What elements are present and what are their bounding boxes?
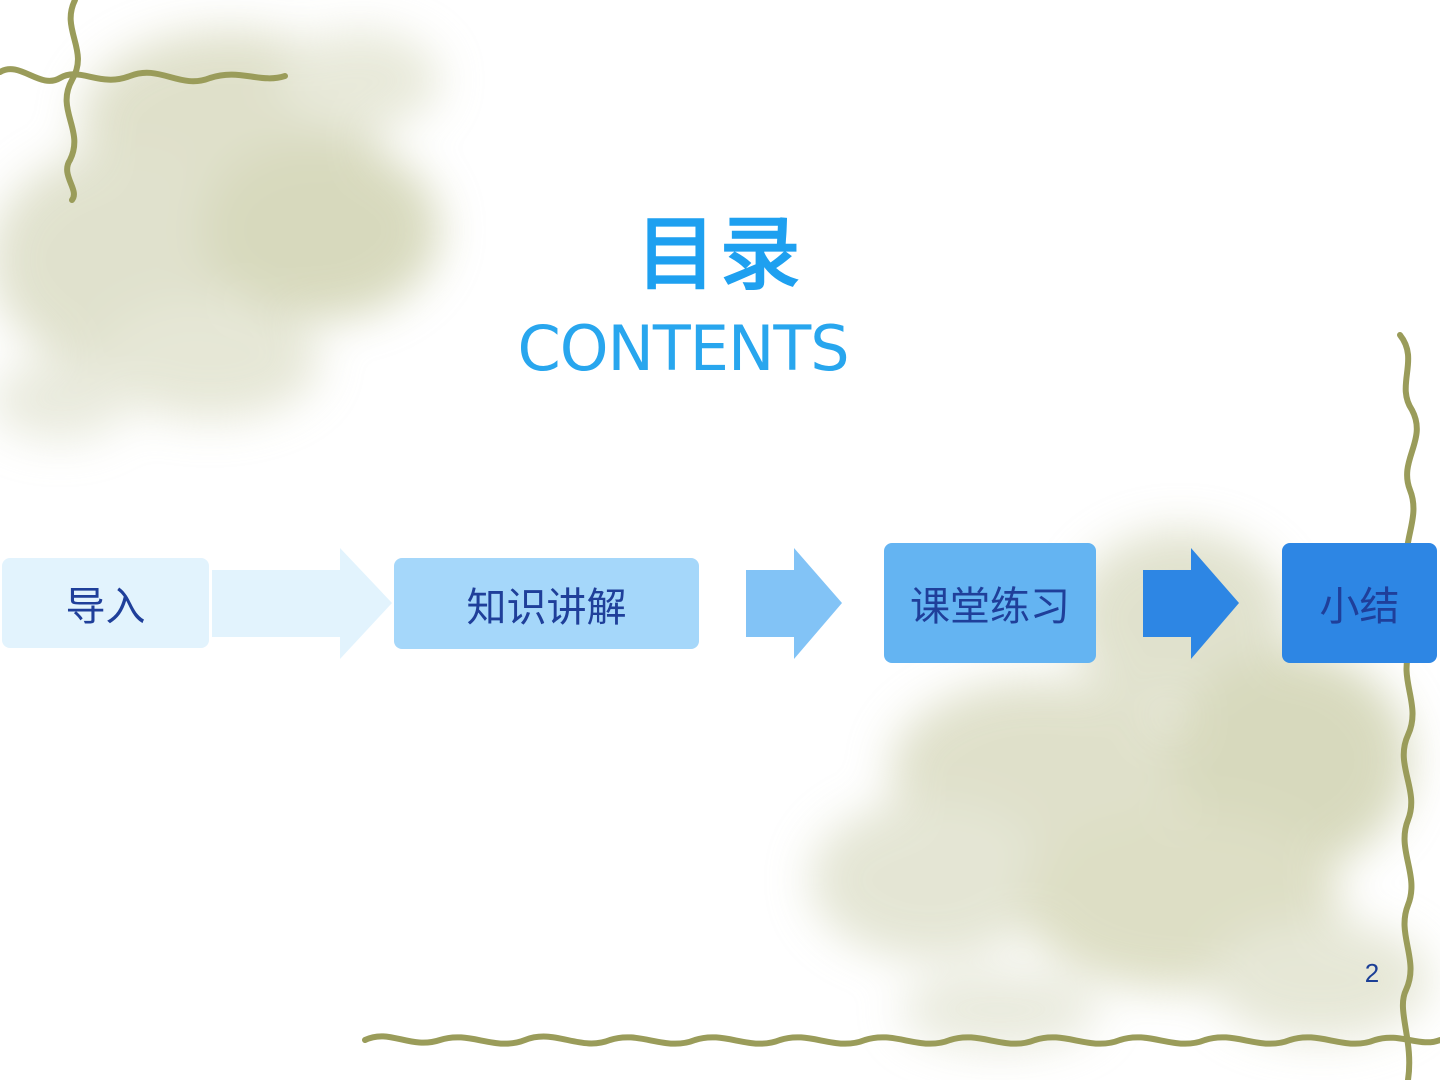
step-practice[interactable]: 课堂练习 — [884, 543, 1096, 663]
slide-subtitle: CONTENTS — [517, 312, 849, 385]
arrow-right-icon — [212, 548, 392, 659]
step-summary[interactable]: 小结 — [1282, 543, 1437, 663]
slide-title: 目录 — [636, 208, 804, 301]
arrow-right-icon — [746, 548, 842, 659]
floral-wash-top-left — [0, 30, 440, 440]
page-number: 2 — [1364, 958, 1380, 988]
step-knowledge-label: 知识讲解 — [466, 584, 627, 631]
step-summary-label: 小结 — [1319, 584, 1400, 630]
step-intro[interactable]: 导入 — [2, 558, 209, 648]
step-practice-label: 课堂练习 — [910, 584, 1070, 630]
step-knowledge[interactable]: 知识讲解 — [394, 558, 699, 649]
arrow-right-icon — [1143, 548, 1239, 659]
step-intro-label: 导入 — [65, 584, 146, 630]
